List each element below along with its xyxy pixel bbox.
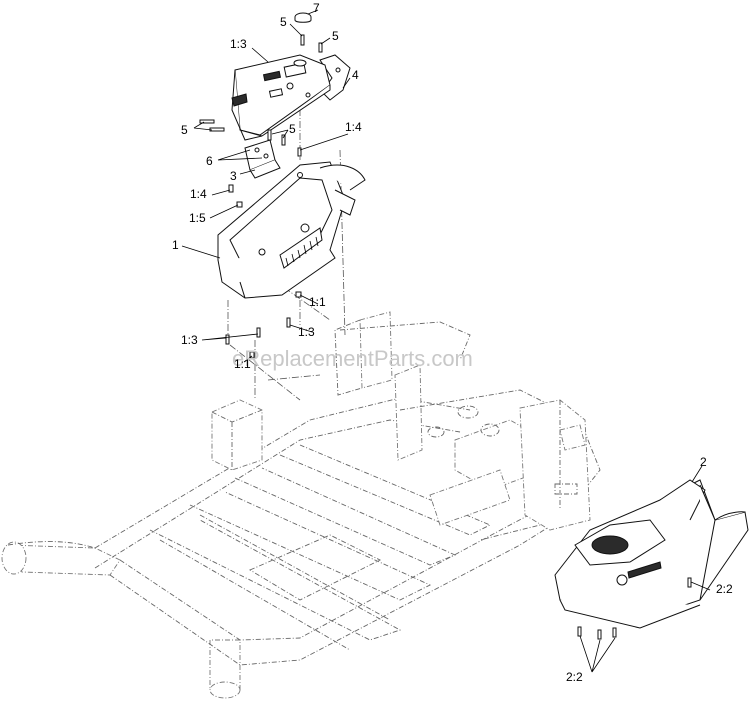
callout-7: 7 (313, 1, 320, 15)
control-console (231, 54, 331, 141)
callout-1-4-top: 1:4 (345, 120, 362, 134)
callout-1-3-left: 1:3 (181, 333, 198, 347)
callout-6: 6 (206, 154, 213, 168)
callout-1-3-console: 1:3 (230, 37, 247, 51)
leader-lines (181, 9, 711, 673)
callout-1-4-left: 1:4 (190, 187, 207, 201)
callout-4: 4 (352, 68, 359, 82)
callout-1-1-bottom: 1:1 (234, 357, 251, 371)
callout-1-5: 1:5 (189, 211, 206, 225)
mount-bracket (244, 139, 281, 179)
callout-1-1-right: 1:1 (309, 295, 326, 309)
callout-5-left: 5 (181, 123, 188, 137)
side-console (554, 479, 749, 640)
fasteners-top (199, 12, 323, 146)
chassis-frame (1, 311, 601, 699)
callout-1-3-right: 1:3 (298, 325, 315, 339)
callout-2-2-right: 2:2 (716, 582, 733, 596)
callout-labels: 7 5 5 1:3 4 5 5 1:4 6 3 1:4 1:5 1 1:1 1:… (172, 1, 733, 684)
fuel-tank (217, 147, 366, 359)
callout-5-top-left: 5 (280, 15, 287, 29)
watermark-text: eReplacementParts.com (232, 346, 473, 371)
callout-5-middle: 5 (289, 122, 296, 136)
callout-5-top-right: 5 (332, 29, 339, 43)
callout-2-2-bottom: 2:2 (566, 670, 583, 684)
callout-1: 1 (172, 238, 179, 252)
callout-3: 3 (230, 169, 237, 183)
callout-2: 2 (700, 455, 707, 469)
